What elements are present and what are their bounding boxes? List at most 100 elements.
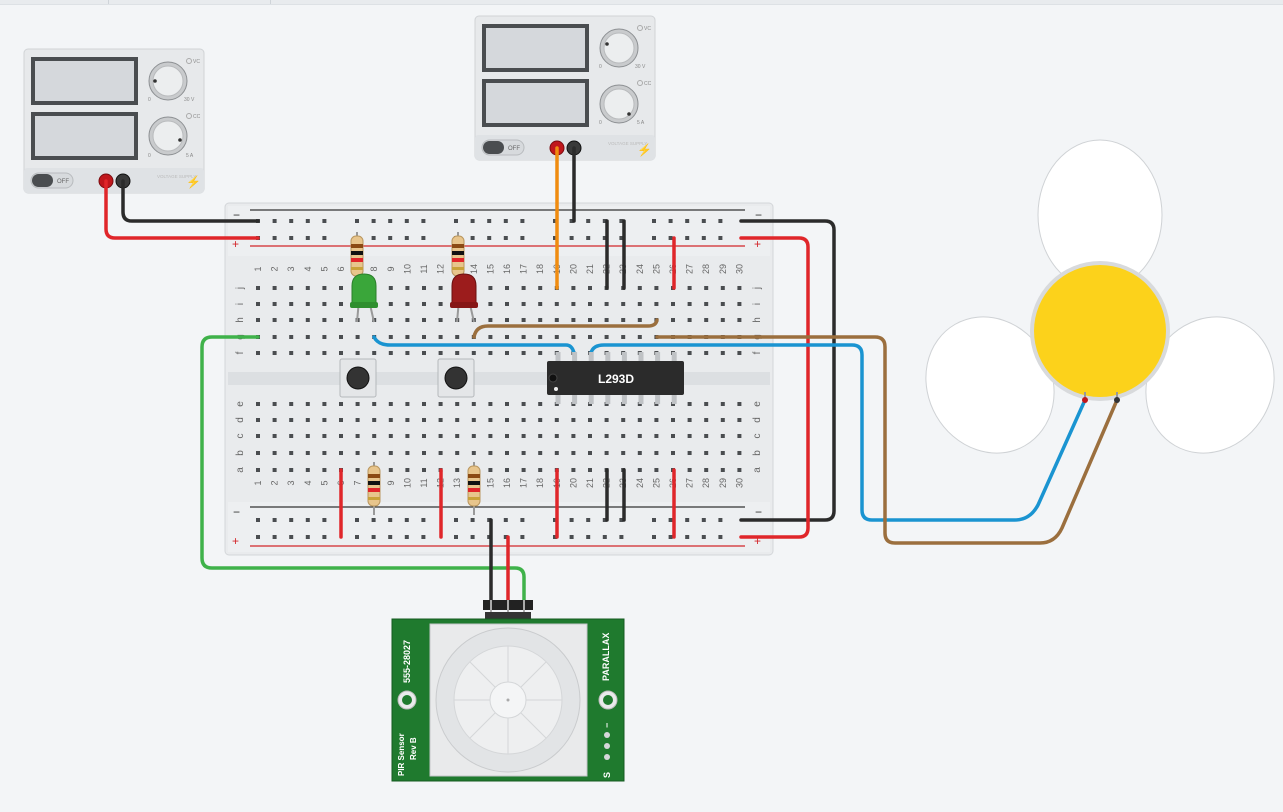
- breadboard-hole[interactable]: [668, 518, 673, 522]
- breadboard-hole[interactable]: [388, 219, 393, 223]
- breadboard-hole[interactable]: [289, 434, 294, 438]
- breadboard-hole[interactable]: [704, 434, 709, 438]
- wire-black-right-rail[interactable]: [739, 219, 836, 522]
- breadboard-hole[interactable]: [571, 335, 576, 339]
- breadboard-hole[interactable]: [272, 402, 277, 406]
- wires[interactable]: [104, 146, 1119, 602]
- breadboard-hole[interactable]: [569, 219, 574, 223]
- breadboard-hole[interactable]: [305, 518, 310, 522]
- breadboard-hole[interactable]: [355, 434, 360, 438]
- breadboard-hole[interactable]: [322, 236, 327, 240]
- resistor-3[interactable]: [367, 462, 381, 515]
- breadboard-hole[interactable]: [704, 418, 709, 422]
- breadboard-hole[interactable]: [388, 518, 393, 522]
- breadboard-hole[interactable]: [488, 318, 493, 322]
- breadboard-hole[interactable]: [305, 219, 310, 223]
- breadboard-hole[interactable]: [422, 434, 426, 438]
- breadboard-hole[interactable]: [438, 434, 443, 438]
- breadboard-hole[interactable]: [588, 418, 592, 422]
- breadboard-hole[interactable]: [272, 318, 277, 322]
- breadboard-hole[interactable]: [471, 451, 476, 455]
- wire-brown-ic[interactable]: [472, 318, 659, 339]
- breadboard-hole[interactable]: [602, 236, 607, 240]
- breadboard-hole[interactable]: [538, 434, 543, 438]
- breadboard-hole[interactable]: [588, 302, 592, 306]
- breadboard-hole[interactable]: [619, 535, 624, 539]
- breadboard-hole[interactable]: [322, 535, 327, 539]
- breadboard-hole[interactable]: [538, 335, 543, 339]
- breadboard-hole[interactable]: [553, 518, 557, 522]
- wire-blue-motor[interactable]: [589, 343, 1087, 522]
- breadboard-hole[interactable]: [604, 302, 609, 306]
- breadboard-hole[interactable]: [654, 468, 659, 472]
- breadboard-hole[interactable]: [604, 451, 609, 455]
- breadboard-hole[interactable]: [637, 418, 642, 422]
- breadboard-hole[interactable]: [505, 351, 509, 355]
- breadboard-hole[interactable]: [538, 286, 543, 290]
- breadboard-hole[interactable]: [718, 535, 723, 539]
- breadboard-hole[interactable]: [405, 302, 410, 306]
- breadboard-hole[interactable]: [471, 434, 476, 438]
- breadboard-hole[interactable]: [322, 302, 327, 306]
- breadboard-hole[interactable]: [505, 468, 509, 472]
- breadboard-hole[interactable]: [586, 219, 591, 223]
- breadboard-hole[interactable]: [405, 468, 410, 472]
- breadboard-hole[interactable]: [487, 535, 492, 539]
- breadboard-hole[interactable]: [652, 535, 656, 539]
- breadboard-hole[interactable]: [704, 302, 709, 306]
- breadboard-hole[interactable]: [272, 535, 277, 539]
- breadboard-hole[interactable]: [422, 451, 426, 455]
- breadboard-hole[interactable]: [720, 468, 725, 472]
- breadboard-hole[interactable]: [538, 402, 543, 406]
- breadboard-hole[interactable]: [604, 418, 609, 422]
- breadboard-hole[interactable]: [571, 418, 576, 422]
- current-knob[interactable]: [148, 116, 188, 156]
- breadboard-hole[interactable]: [588, 434, 592, 438]
- breadboard-hole[interactable]: [388, 236, 393, 240]
- breadboard-hole[interactable]: [569, 236, 574, 240]
- breadboard-hole[interactable]: [637, 286, 642, 290]
- breadboard-hole[interactable]: [405, 351, 410, 355]
- breadboard-hole[interactable]: [503, 236, 508, 240]
- breadboard-hole[interactable]: [671, 434, 675, 438]
- push-button-2[interactable]: [437, 358, 475, 398]
- breadboard-hole[interactable]: [720, 318, 725, 322]
- breadboard-hole[interactable]: [571, 318, 576, 322]
- breadboard-hole[interactable]: [685, 535, 690, 539]
- breadboard-hole[interactable]: [289, 302, 294, 306]
- breadboard-hole[interactable]: [538, 351, 543, 355]
- breadboard-hole[interactable]: [571, 302, 576, 306]
- breadboard-hole[interactable]: [505, 451, 509, 455]
- breadboard-hole[interactable]: [355, 219, 359, 223]
- breadboard-hole[interactable]: [720, 418, 725, 422]
- breadboard-hole[interactable]: [720, 351, 725, 355]
- breadboard-hole[interactable]: [256, 418, 260, 422]
- breadboard-hole[interactable]: [272, 434, 277, 438]
- breadboard-hole[interactable]: [687, 402, 692, 406]
- breadboard-hole[interactable]: [305, 468, 310, 472]
- breadboard-hole[interactable]: [256, 518, 260, 522]
- breadboard-hole[interactable]: [619, 219, 624, 223]
- breadboard-hole[interactable]: [454, 219, 458, 223]
- breadboard-hole[interactable]: [687, 286, 692, 290]
- breadboard-hole[interactable]: [521, 434, 526, 438]
- breadboard-hole[interactable]: [668, 236, 673, 240]
- breadboard-hole[interactable]: [421, 236, 426, 240]
- breadboard-hole[interactable]: [322, 451, 327, 455]
- breadboard-hole[interactable]: [737, 434, 742, 438]
- breadboard-hole[interactable]: [322, 335, 327, 339]
- breadboard-hole[interactable]: [668, 535, 673, 539]
- breadboard-hole[interactable]: [554, 451, 559, 455]
- breadboard-hole[interactable]: [687, 434, 692, 438]
- breadboard-hole[interactable]: [289, 451, 294, 455]
- breadboard-hole[interactable]: [521, 302, 526, 306]
- breadboard-hole[interactable]: [619, 518, 624, 522]
- breadboard-hole[interactable]: [704, 286, 709, 290]
- breadboard-hole[interactable]: [355, 351, 360, 355]
- breadboard-hole[interactable]: [671, 451, 675, 455]
- breadboard-hole[interactable]: [422, 418, 426, 422]
- breadboard-hole[interactable]: [422, 468, 426, 472]
- breadboard-hole[interactable]: [604, 318, 609, 322]
- breadboard-hole[interactable]: [621, 451, 626, 455]
- breadboard-hole[interactable]: [488, 335, 493, 339]
